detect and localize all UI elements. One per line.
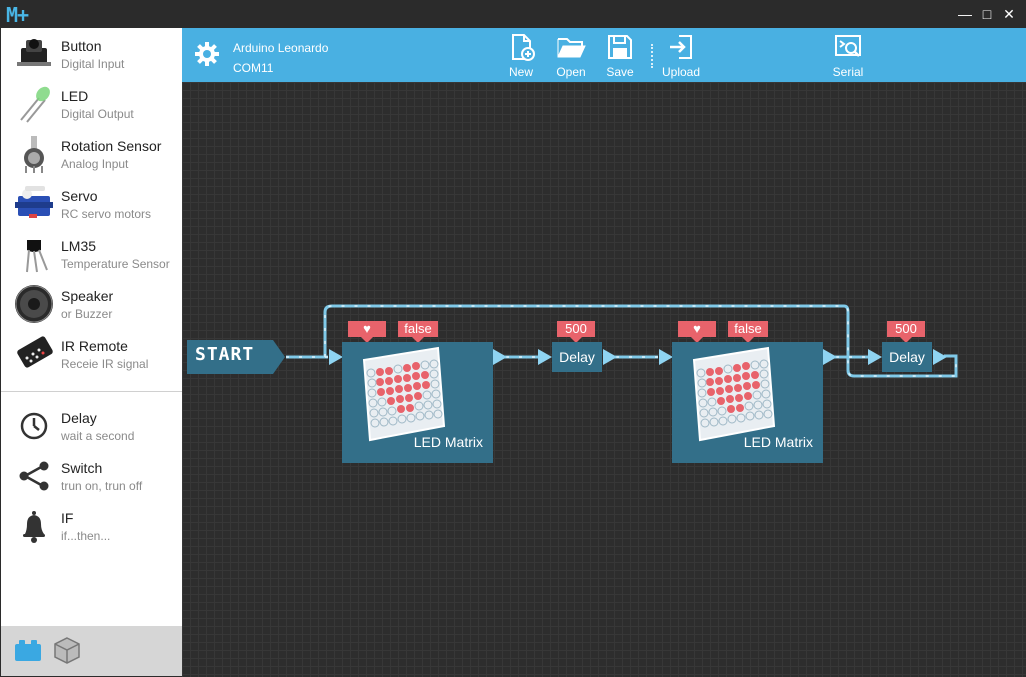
led-icon <box>20 86 50 123</box>
logic-name: Switch <box>61 460 103 476</box>
logic-name: Delay <box>61 410 97 426</box>
new-button[interactable]: New <box>502 33 540 81</box>
open-button[interactable]: Open <box>550 33 592 81</box>
connection-wires <box>286 304 958 378</box>
start-label: START <box>195 344 255 365</box>
component-subtitle: Digital Input <box>61 57 125 71</box>
logic-subtitle: wait a second <box>61 429 135 443</box>
component-ir-remote[interactable]: IR Remote Receie IR signal <box>1 328 182 378</box>
title-bar: M+ — □ ✕ <box>0 0 1026 28</box>
matrix-invert-tag[interactable]: false <box>728 321 768 343</box>
component-lm35[interactable]: LM35 Temperature Sensor <box>1 228 182 278</box>
remote-icon <box>17 336 53 368</box>
component-name: Rotation Sensor <box>61 138 162 154</box>
input-port[interactable] <box>659 349 673 365</box>
component-name: IR Remote <box>61 338 128 354</box>
toolbar-separator <box>651 44 653 68</box>
led-matrix-block[interactable]: LED Matrix <box>672 342 823 463</box>
sidebar-divider <box>1 391 182 392</box>
sidebar-footer <box>1 626 182 676</box>
settings-gear-icon[interactable] <box>194 41 220 67</box>
logic-switch[interactable]: Switch trun on, trun off <box>1 450 182 500</box>
logic-subtitle: if...then... <box>61 529 111 543</box>
component-name: Button <box>61 38 102 54</box>
input-port[interactable] <box>538 349 552 365</box>
delay-value-tag[interactable]: 500 <box>557 321 595 343</box>
push-button-icon <box>17 39 51 66</box>
delay-block[interactable]: Delay <box>552 342 602 372</box>
servo-icon <box>15 186 53 218</box>
matrix-pattern-tag[interactable]: ♥ <box>348 321 386 343</box>
block-label: LED Matrix <box>743 434 813 450</box>
temperature-sensor-icon <box>26 240 48 273</box>
matrix-invert-tag[interactable]: false <box>398 321 438 343</box>
save-button[interactable]: Save <box>602 33 638 81</box>
box-tab-icon[interactable] <box>53 636 81 664</box>
delay-value-tag[interactable]: 500 <box>887 321 925 343</box>
output-port[interactable] <box>603 349 617 365</box>
program-canvas[interactable]: START ♥ false LED Matrix 500 <box>182 82 1026 677</box>
component-subtitle: Temperature Sensor <box>61 257 170 271</box>
logic-subtitle: trun on, trun off <box>61 479 143 493</box>
output-port[interactable] <box>933 349 947 365</box>
component-button[interactable]: Button Digital Input <box>1 28 182 78</box>
matrix-pattern-tag[interactable]: ♥ <box>678 321 716 343</box>
component-speaker[interactable]: Speaker or Buzzer <box>1 278 182 328</box>
input-port[interactable] <box>868 349 882 365</box>
close-button[interactable]: ✕ <box>1003 6 1015 22</box>
logic-if[interactable]: IF if...then... <box>1 500 182 550</box>
toolbar: Arduino Leonardo COM11 New Open Save <box>182 28 1026 82</box>
component-name: LED <box>61 88 89 104</box>
component-subtitle: Receie IR signal <box>61 357 149 371</box>
save-label: Save <box>606 65 634 79</box>
upload-button[interactable]: Upload <box>659 33 703 81</box>
serial-monitor-icon <box>835 35 861 57</box>
component-name: Speaker <box>61 288 114 304</box>
minimize-button[interactable]: — <box>958 6 972 22</box>
component-subtitle: RC servo motors <box>61 207 152 221</box>
potentiometer-icon <box>24 136 44 173</box>
component-name: Servo <box>61 188 98 204</box>
input-port[interactable] <box>329 349 343 365</box>
open-label: Open <box>556 65 586 79</box>
component-subtitle: Analog Input <box>61 157 129 171</box>
speaker-icon <box>15 285 53 323</box>
start-block[interactable]: START <box>187 340 287 374</box>
component-subtitle: or Buzzer <box>61 307 113 321</box>
folder-open-icon <box>557 38 586 58</box>
maximize-button[interactable]: □ <box>982 6 992 22</box>
serial-button[interactable]: Serial <box>829 33 867 81</box>
component-servo[interactable]: Servo RC servo motors <box>1 178 182 228</box>
upload-icon <box>670 35 692 59</box>
switch-branch-icon <box>19 461 49 491</box>
component-led[interactable]: LED Digital Output <box>1 78 182 128</box>
component-subtitle: Digital Output <box>61 107 134 121</box>
component-rotation-sensor[interactable]: Rotation Sensor Analog Input <box>1 128 182 178</box>
upload-label: Upload <box>661 65 701 79</box>
save-disk-icon <box>608 35 632 59</box>
serial-label: Serial <box>832 65 864 79</box>
output-port[interactable] <box>493 349 507 365</box>
new-label: New <box>508 65 533 79</box>
logic-delay[interactable]: Delay wait a second <box>1 400 182 450</box>
component-sidebar: Button Digital Input LED Digital Output … <box>1 28 182 676</box>
bell-icon <box>23 511 45 543</box>
component-name: LM35 <box>61 238 97 254</box>
serial-port[interactable]: COM11 <box>233 61 274 75</box>
new-file-icon <box>512 34 535 61</box>
output-port[interactable] <box>823 349 837 365</box>
led-matrix-block[interactable]: LED Matrix <box>342 342 493 463</box>
blocks-tab-icon[interactable] <box>14 638 42 662</box>
clock-icon <box>20 412 48 440</box>
led-matrix-icon <box>692 346 776 442</box>
block-label: LED Matrix <box>413 434 483 450</box>
logic-name: IF <box>61 510 74 526</box>
board-name[interactable]: Arduino Leonardo <box>233 41 329 55</box>
app-logo: M+ <box>6 3 29 27</box>
delay-block[interactable]: Delay <box>882 342 932 372</box>
led-matrix-icon <box>362 346 446 442</box>
